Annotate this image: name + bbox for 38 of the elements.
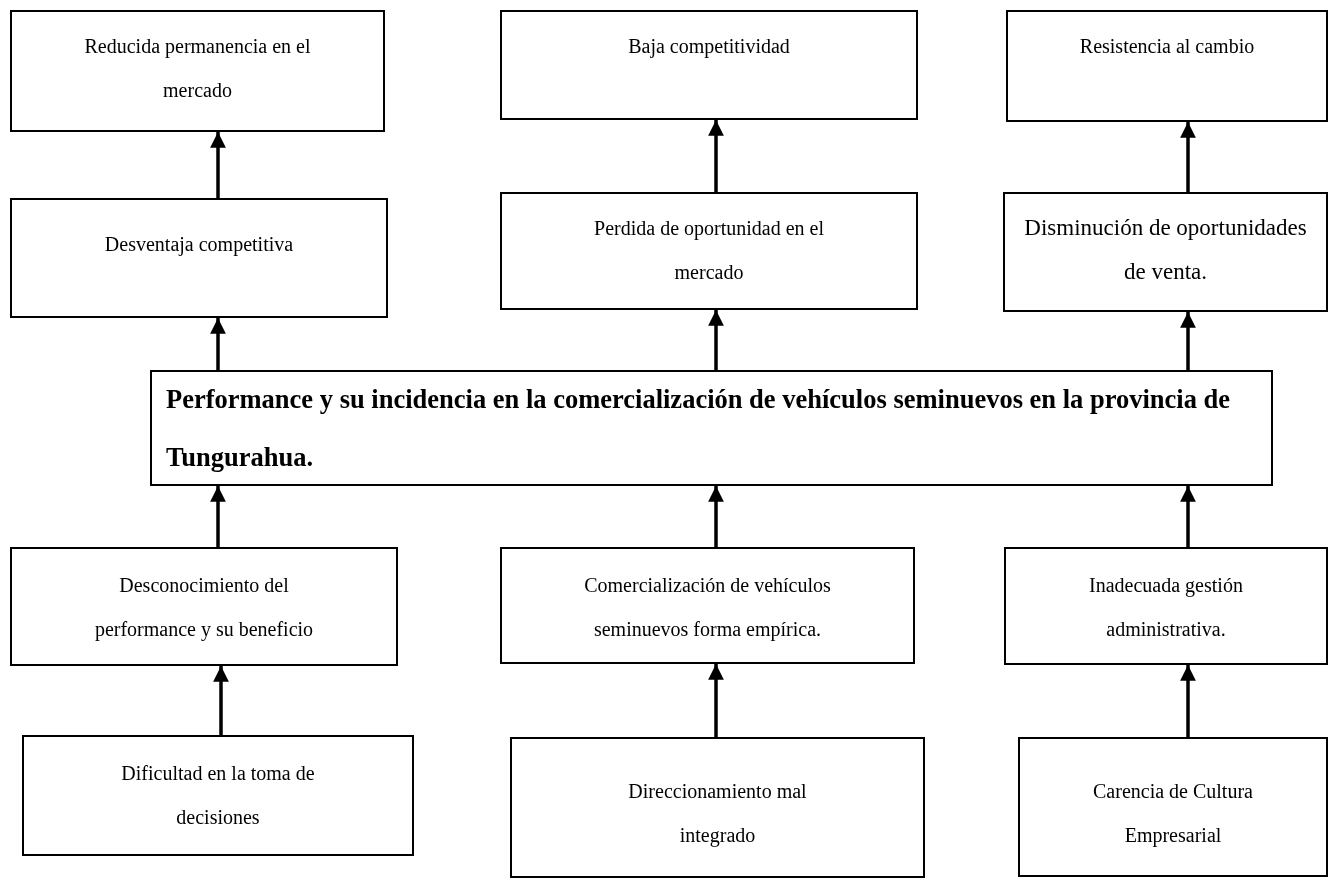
cause-effect-box [500, 192, 918, 310]
box-text: Carencia de Cultura Empresarial [1092, 779, 1254, 849]
box-text: Desventaja competitiva [103, 232, 295, 258]
box-text: Perdida de oportunidad en el mercado [593, 216, 825, 285]
cause-effect-box [510, 737, 925, 878]
arrow [210, 318, 226, 370]
cause-effect-box [1003, 192, 1328, 312]
box-text: Comercialización de vehículos seminuevos forma empírica. [583, 573, 832, 643]
arrow [1180, 122, 1196, 192]
box-text: Desconocimiento del performance y su beneficio [93, 573, 315, 643]
cause-effect-box [10, 10, 385, 132]
cause-effect-box [22, 735, 414, 856]
arrow [1180, 665, 1196, 737]
cause-effect-box [1006, 10, 1328, 122]
box-text: Direccionamiento mal integrado [627, 779, 808, 849]
arrow [708, 664, 724, 737]
cause-effect-box [10, 547, 398, 666]
cause-effect-box [500, 547, 915, 664]
arrow [708, 310, 724, 370]
cause-effect-box [500, 10, 918, 120]
arrow [708, 486, 724, 547]
arrow [1180, 486, 1196, 547]
box-text: Resistencia al cambio [1078, 34, 1256, 59]
arrow [1180, 312, 1196, 370]
problem-box [150, 370, 1273, 486]
arrow [213, 666, 229, 735]
box-text: Reducida permanencia en el mercado [83, 34, 312, 103]
box-text: Baja competitividad [627, 34, 791, 60]
box-text: Inadecuada gestión administrativa. [1088, 573, 1244, 642]
arrow [210, 132, 226, 198]
arrow [210, 486, 226, 547]
box-text: Dificultad en la toma de decisiones [120, 761, 316, 830]
arrow [708, 120, 724, 192]
box-text: Performance y su incidencia en la comercialización de vehículos seminuevos en la provincia de Tungurahua. [165, 383, 1232, 474]
cause-effect-box [1018, 737, 1328, 877]
cause-effect-box [1004, 547, 1328, 665]
cause-effect-box [10, 198, 388, 318]
box-text: Disminución de oportunidades de venta. [1023, 214, 1308, 286]
